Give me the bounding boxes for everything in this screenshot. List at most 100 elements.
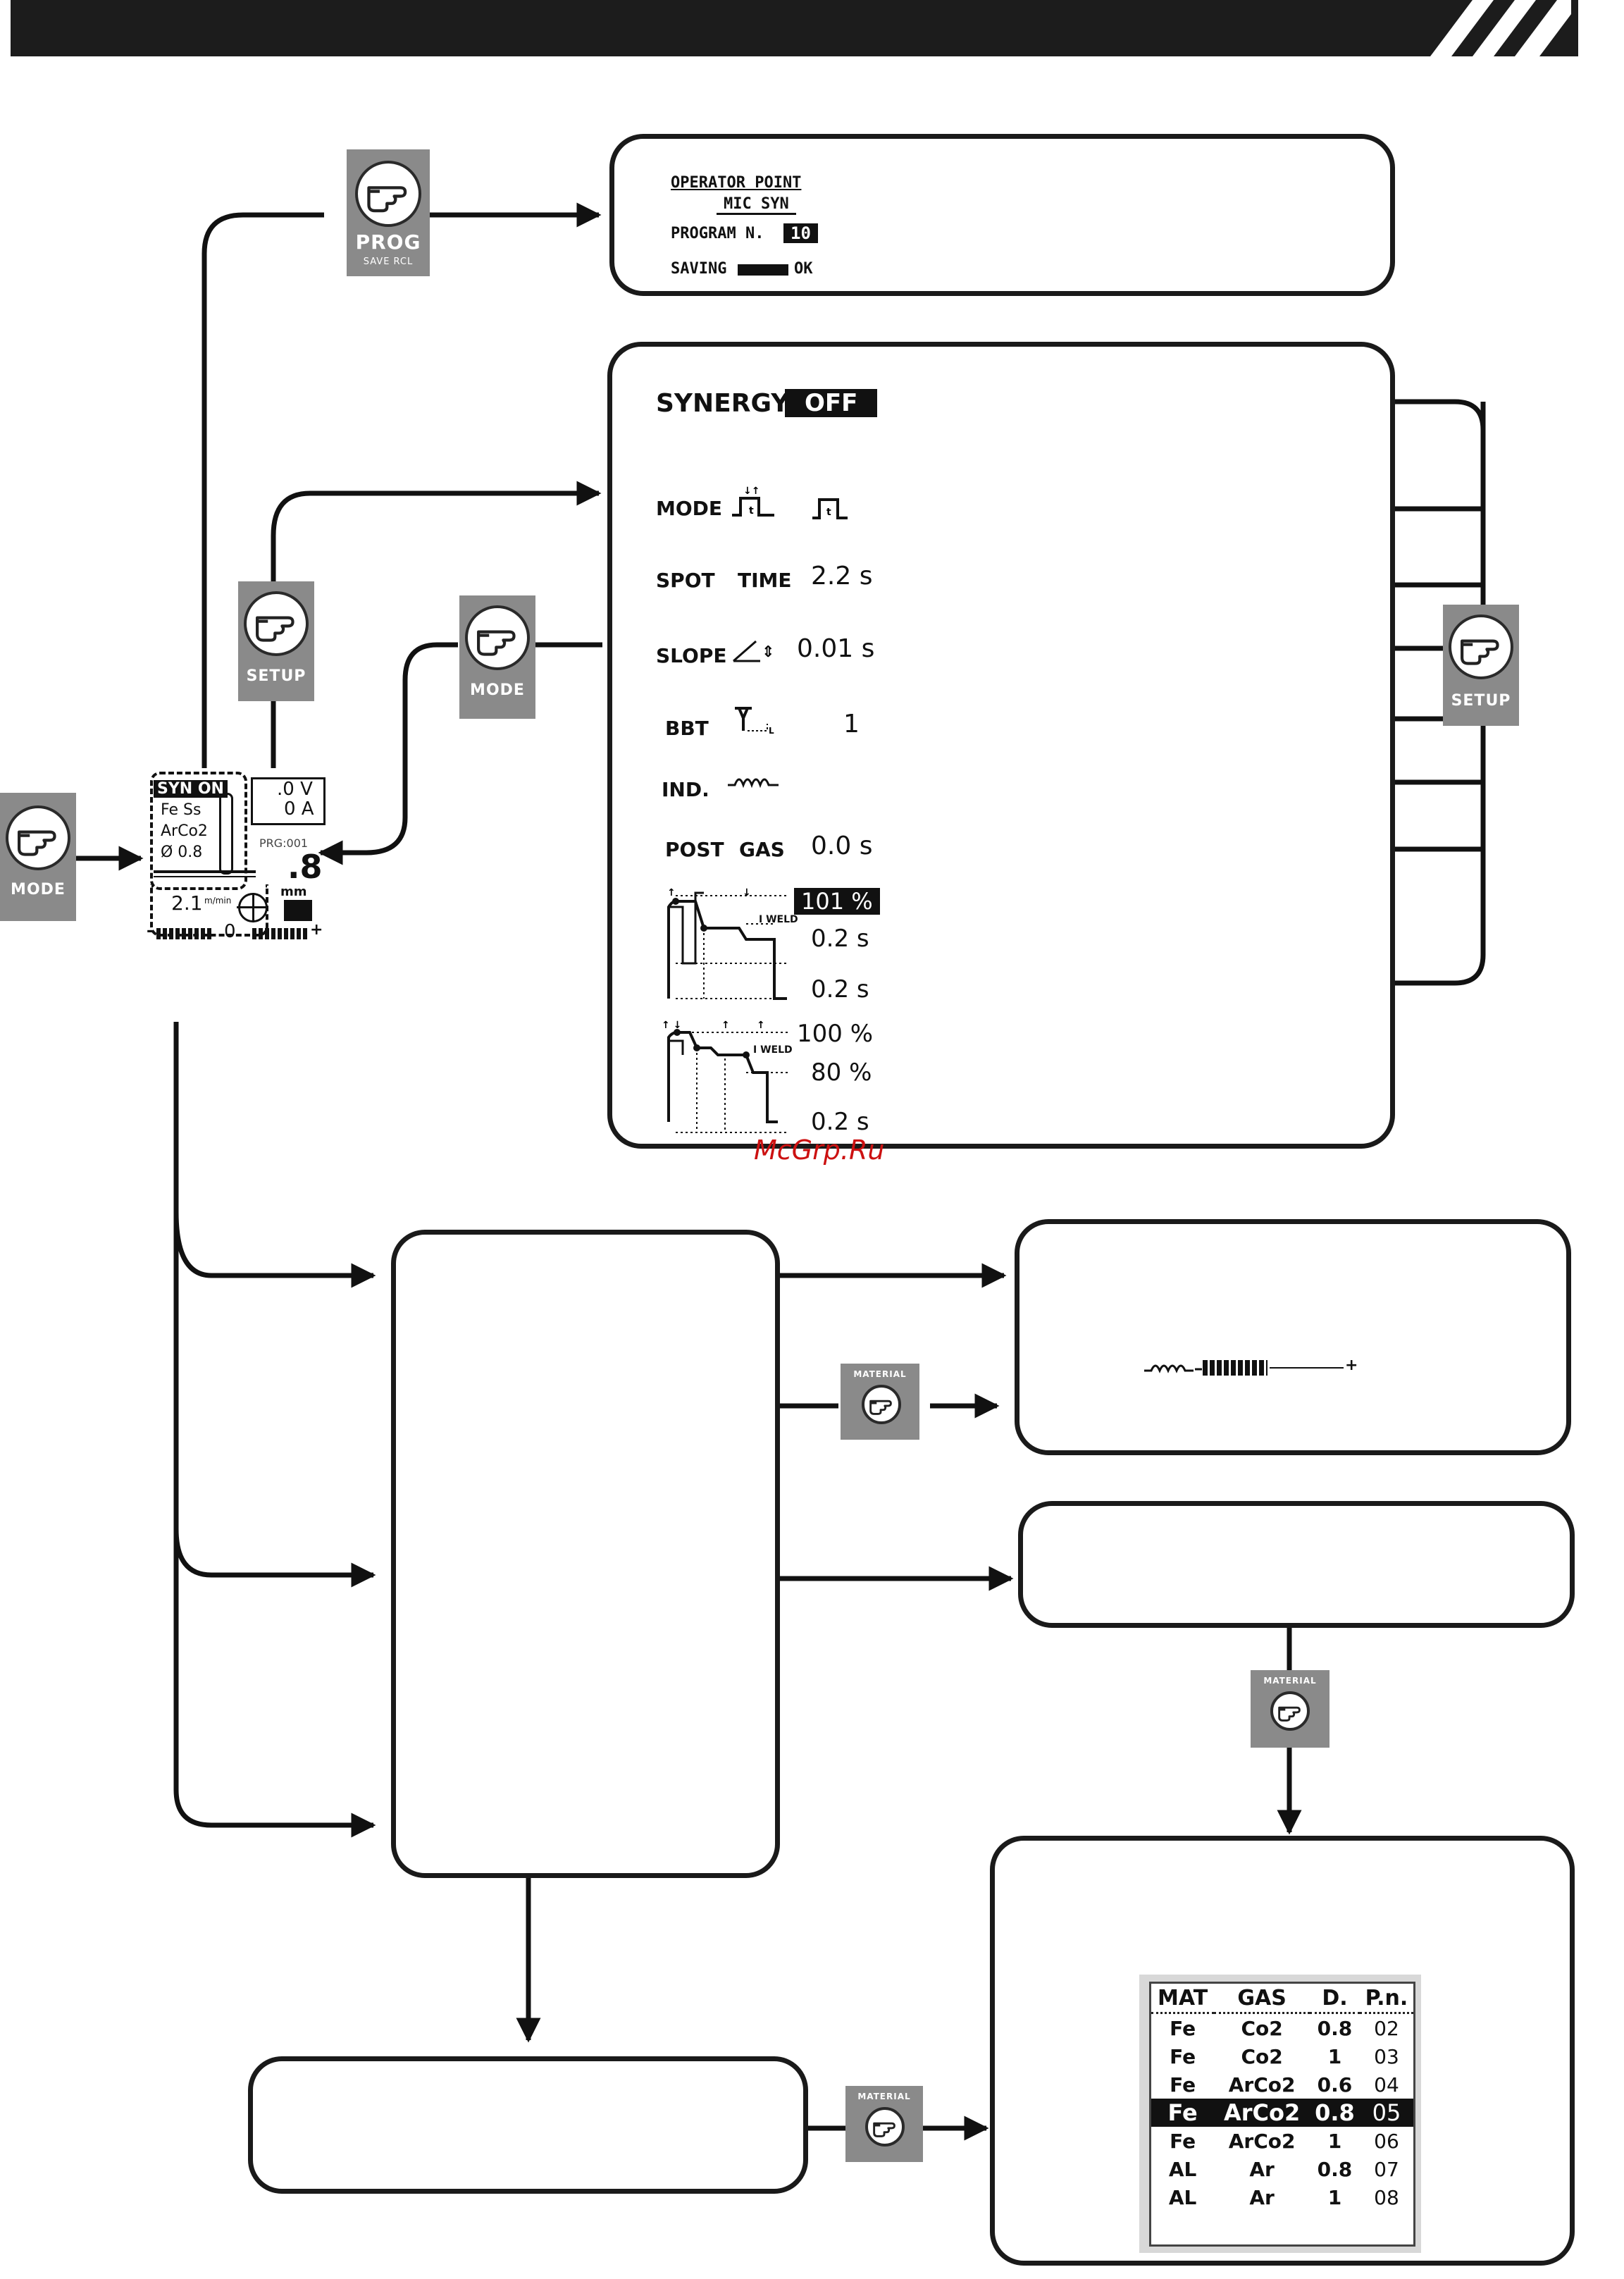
material-button-1[interactable]: MATERIAL <box>841 1364 919 1440</box>
table-cell: Co2 <box>1241 2044 1283 2068</box>
graph1-value-3: 0.2 s <box>811 975 869 1003</box>
table-cell: Ar <box>1249 2185 1275 2209</box>
table-row[interactable]: AL Ar 0.8 07 <box>1151 2155 1413 2183</box>
graph1-value-1: 101 % <box>794 888 880 915</box>
table-cell: 03 <box>1374 2044 1399 2068</box>
gas-value: ArCo2 <box>161 822 208 840</box>
prog-button[interactable]: PROG SAVE RCL <box>347 149 430 276</box>
table-cell: Fe <box>1170 2016 1196 2040</box>
table-cell: 07 <box>1374 2157 1399 2181</box>
table-cell: Fe <box>1170 2044 1196 2068</box>
center-panel <box>391 1230 780 1878</box>
table-cell: 1 <box>1327 2185 1342 2209</box>
inductance-icon <box>728 778 779 789</box>
table-cell: ArCo2 <box>1214 2099 1310 2127</box>
graph1-iweld: I WELD <box>759 914 798 925</box>
table-cell: Fe <box>1170 2129 1196 2153</box>
graph2-iweld: I WELD <box>753 1044 793 1056</box>
slope-value: 0.01 s <box>797 634 875 663</box>
table-cell: Ar <box>1249 2157 1275 2181</box>
material-button-1-label: MATERIAL <box>853 1369 907 1379</box>
prog-button-sublabel: SAVE RCL <box>363 257 414 267</box>
mode-button-left[interactable]: MODE <box>0 793 76 921</box>
inductance-level-bar <box>1203 1360 1267 1376</box>
table-cell: 1 <box>1327 2129 1342 2153</box>
material-box <box>150 772 247 890</box>
setup-panel: SYNERGY OFF MODE ↓↑ t t SPOT TIME 2.2 s … <box>607 342 1395 1149</box>
table-cell: AL <box>1168 2185 1197 2209</box>
material-table-panel: MAT GAS D. P.n. Fe Co2 0.8 02 Fe <box>990 1836 1575 2266</box>
svg-text:↑: ↑ <box>667 887 676 898</box>
saving-label: SAVING <box>671 260 727 278</box>
crosshair-h <box>237 906 266 908</box>
table-cell: 02 <box>1374 2016 1399 2040</box>
mode-button-left-label: MODE <box>11 881 66 898</box>
big-value: .8 <box>287 848 323 886</box>
table-row[interactable]: Fe ArCo2 0.6 04 <box>1151 2070 1413 2099</box>
table-cell: 0.8 <box>1309 2099 1360 2127</box>
svg-text:⇕: ⇕ <box>762 643 774 661</box>
display-border-bottom <box>150 884 268 937</box>
operator-point-title: OPERATOR POINT <box>671 174 802 192</box>
table-cell: 06 <box>1374 2129 1399 2153</box>
slope-icon: ⇕ <box>733 640 774 662</box>
table-row-selected[interactable]: Fe ArCo2 0.8 05 <box>1151 2099 1413 2127</box>
table-row[interactable]: Fe Co2 0.8 02 <box>1151 2013 1413 2043</box>
post-label: POST <box>665 838 724 861</box>
prog-panel: OPERATOR POINT MIC SYN PROGRAM N. 10 SAV… <box>609 134 1395 296</box>
torch-icon <box>219 793 233 875</box>
table-cell: 04 <box>1374 2073 1399 2096</box>
material-button-3[interactable]: MATERIAL <box>845 2086 923 2162</box>
table-row[interactable]: AL Ar 1 08 <box>1151 2183 1413 2211</box>
inductance-bar-icon <box>1144 1364 1202 1373</box>
mode-button-center[interactable]: MODE <box>459 595 535 719</box>
syn-label: SYN <box>157 780 193 798</box>
bar-minus: - <box>147 922 154 940</box>
material-table-frame: MAT GAS D. P.n. Fe Co2 0.8 02 Fe <box>1139 1975 1421 2253</box>
table-cell: 08 <box>1374 2185 1399 2209</box>
svg-text:↓↑: ↓↑ <box>743 486 760 497</box>
mode-4t-icon: ↓↑ t <box>732 486 774 517</box>
unit-label: mm <box>280 884 307 899</box>
table-cell: 1 <box>1327 2044 1342 2068</box>
speed-unit: m/min <box>204 896 232 906</box>
synergy-label: SYNERGY <box>656 389 790 418</box>
table-cell: ArCo2 <box>1228 2129 1296 2153</box>
material-table-inner: MAT GAS D. P.n. Fe Co2 0.8 02 Fe <box>1149 1982 1415 2247</box>
pointing-hand-icon <box>865 2107 905 2147</box>
setup-button-left[interactable]: SETUP <box>238 581 314 701</box>
graph2-value-1: 100 % <box>797 1020 874 1048</box>
weld-curve-graph-1: ↑ ↓ <box>667 887 788 1000</box>
header-bar <box>11 0 1578 56</box>
svg-text:t: t <box>749 505 754 517</box>
table-cell: Fe <box>1170 2073 1196 2096</box>
col-header-program: P.n. <box>1359 1984 1413 2014</box>
pointing-hand-icon <box>355 161 421 227</box>
inductance-track <box>1270 1367 1344 1369</box>
pointing-hand-icon <box>1449 614 1513 679</box>
table-row[interactable]: Fe Co2 1 03 <box>1151 2042 1413 2070</box>
pointing-hand-icon <box>244 591 309 656</box>
table-cell: 0.6 <box>1317 2073 1353 2096</box>
table-cell: AL <box>1168 2157 1197 2181</box>
svg-text:↓: ↓ <box>743 887 751 898</box>
display-separator-2 <box>154 876 256 877</box>
graph2-value-3: 0.2 s <box>811 1108 869 1136</box>
table-row[interactable]: Fe ArCo2 1 06 <box>1151 2127 1413 2155</box>
setup-button-left-label: SETUP <box>246 667 306 685</box>
svg-text:t: t <box>826 507 831 518</box>
mode-label: MODE <box>656 497 723 520</box>
weld-curve-graph-2: ↑ ↓ ↑ ↑ <box>662 1020 788 1133</box>
setup-button-right[interactable]: SETUP <box>1443 605 1519 726</box>
pointing-hand-icon <box>6 805 70 870</box>
bbt-icon: L <box>735 707 774 736</box>
material-button-2[interactable]: MATERIAL <box>1251 1670 1329 1748</box>
prg-label: PRG:001 <box>259 836 309 850</box>
table-header-row: MAT GAS D. P.n. <box>1151 1984 1413 2014</box>
mic-syn-subtitle: MIC SYN <box>717 195 796 215</box>
watermark: McGrp.Ru <box>754 1135 885 1166</box>
amp-value: 0 A <box>284 798 314 820</box>
pointing-hand-icon <box>862 1385 901 1424</box>
svg-text:↑: ↑ <box>757 1020 765 1031</box>
material-button-3-label: MATERIAL <box>857 2092 911 2101</box>
